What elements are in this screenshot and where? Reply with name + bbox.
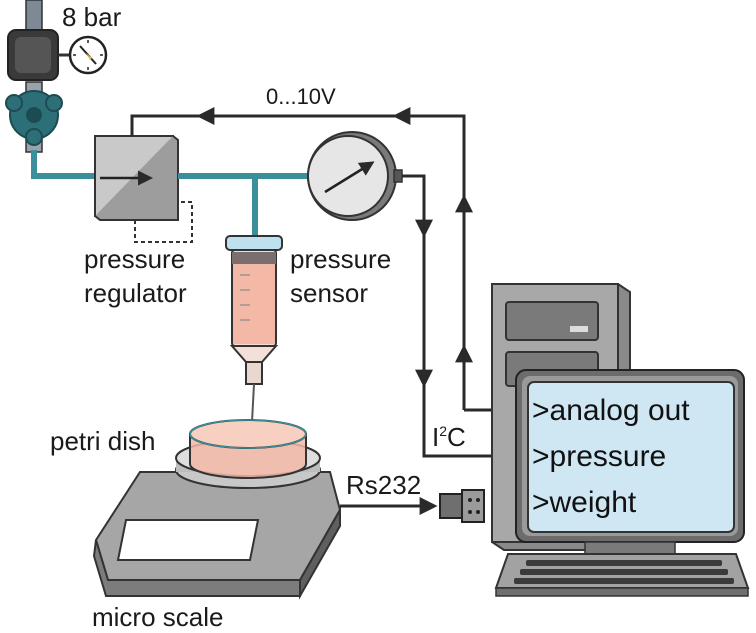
i2c-label: I2C [432, 422, 466, 452]
supply-pressure-label: 8 bar [62, 2, 122, 32]
screen-line-weight: >weight [532, 486, 637, 519]
rs232-label: Rs232 [346, 470, 421, 500]
pressure-sensor [307, 131, 403, 221]
i2c-wire [402, 174, 495, 458]
supply-valve-block [7, 29, 70, 81]
i2c-label-main: I [432, 422, 439, 452]
i2c-label-sup: 2 [439, 423, 447, 439]
petri-dish-label: petri dish [50, 426, 156, 456]
i2c-label-tail: C [447, 422, 466, 452]
gauge-icon [68, 35, 108, 75]
regulator-label-line1: pressure [84, 244, 185, 274]
screen-line-pressure: >pressure [532, 440, 666, 473]
pressure-regulator [94, 135, 193, 243]
syringe [225, 235, 283, 461]
keyboard [494, 553, 750, 597]
analog-signal-wire [130, 107, 495, 412]
serial-connector-icon [439, 489, 485, 523]
monitor [515, 369, 745, 555]
valve-knob-icon [5, 90, 63, 146]
sensor-label-line2: sensor [290, 278, 368, 308]
sensor-label-line1: pressure [290, 244, 391, 274]
pressure-line [178, 173, 310, 240]
micro-scale-label: micro scale [92, 602, 223, 632]
regulator-label-line2: regulator [84, 278, 187, 308]
voltage-label: 0...10V [266, 84, 336, 109]
screen-line-analog-out: >analog out [532, 394, 690, 427]
petri-dish [189, 419, 307, 479]
